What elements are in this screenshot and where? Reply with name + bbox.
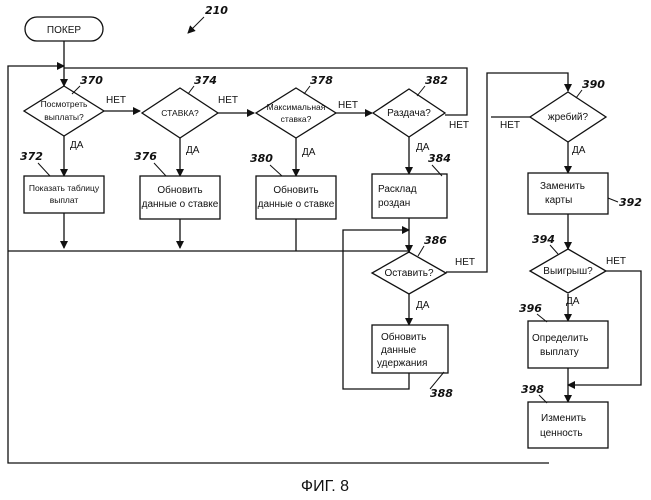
svg-text:Определить: Определить — [532, 333, 588, 344]
svg-text:НЕТ: НЕТ — [218, 95, 238, 106]
svg-text:НЕТ: НЕТ — [338, 100, 358, 111]
svg-text:ДА: ДА — [572, 145, 586, 156]
svg-text:398: 398 — [521, 383, 544, 396]
decision-374: СТАВКА? — [142, 88, 218, 138]
svg-text:выплату: выплату — [540, 347, 579, 358]
svg-text:данные: данные — [381, 345, 417, 356]
decision-382: Раздача? — [373, 89, 445, 137]
decision-394: Выигрыш? — [530, 249, 606, 293]
figure-number: 210 — [205, 4, 228, 17]
svg-text:Расклад: Расклад — [378, 184, 417, 195]
svg-text:394: 394 — [532, 233, 555, 246]
svg-text:396: 396 — [519, 302, 542, 315]
svg-text:НЕТ: НЕТ — [455, 257, 475, 268]
svg-text:Посмотреть: Посмотреть — [41, 99, 88, 109]
svg-text:карты: карты — [545, 195, 572, 206]
svg-text:390: 390 — [582, 78, 605, 91]
decision-390: жребий? — [530, 92, 606, 142]
svg-text:370: 370 — [80, 74, 103, 87]
svg-text:374: 374 — [194, 74, 217, 87]
svg-text:Оставить?: Оставить? — [384, 268, 433, 279]
svg-text:Раздача?: Раздача? — [387, 108, 431, 119]
svg-text:жребий?: жребий? — [548, 111, 589, 123]
svg-text:392: 392 — [619, 196, 642, 209]
svg-text:НЕТ: НЕТ — [106, 95, 126, 106]
svg-text:ставка?: ставка? — [281, 114, 312, 124]
svg-text:Показать таблицу: Показать таблицу — [29, 183, 100, 193]
process-392: Заменить карты — [528, 173, 608, 214]
start-label: ПОКЕР — [47, 25, 81, 36]
svg-text:386: 386 — [424, 234, 447, 247]
figure-number-arrow — [188, 17, 204, 33]
svg-text:Изменить: Изменить — [541, 413, 586, 424]
process-388: Обновить данные удержания — [372, 325, 448, 373]
svg-text:388: 388 — [430, 387, 453, 400]
process-398: Изменить ценность — [528, 402, 608, 448]
svg-text:Заменить: Заменить — [540, 181, 585, 192]
svg-text:ДА: ДА — [416, 300, 430, 311]
svg-text:Обновить: Обновить — [273, 184, 318, 196]
process-376: Обновить данные о ставке — [140, 176, 220, 219]
svg-text:ДА: ДА — [70, 140, 84, 151]
svg-text:удержания: удержания — [377, 358, 427, 369]
svg-text:данные о ставке: данные о ставке — [258, 199, 335, 210]
svg-text:376: 376 — [134, 150, 157, 163]
svg-text:378: 378 — [310, 74, 333, 87]
process-384: Расклад роздан — [372, 174, 447, 218]
svg-text:ценность: ценность — [540, 428, 583, 439]
svg-text:ДА: ДА — [186, 145, 200, 156]
svg-text:выплаты?: выплаты? — [44, 112, 84, 122]
svg-text:384: 384 — [428, 152, 451, 165]
svg-text:НЕТ: НЕТ — [500, 120, 520, 131]
svg-text:Выигрыш?: Выигрыш? — [543, 266, 593, 277]
decision-386: Оставить? — [372, 252, 446, 294]
svg-text:ДА: ДА — [302, 147, 316, 158]
process-372: Показать таблицу выплат — [24, 176, 104, 213]
figure-caption: ФИГ. 8 — [301, 478, 349, 495]
process-396: Определить выплату — [528, 321, 608, 368]
svg-text:ДА: ДА — [566, 296, 580, 307]
svg-text:выплат: выплат — [50, 195, 79, 205]
svg-text:данные о ставке: данные о ставке — [142, 199, 219, 210]
svg-text:380: 380 — [250, 152, 273, 165]
svg-text:НЕТ: НЕТ — [449, 120, 469, 131]
svg-text:Максимальная: Максимальная — [267, 102, 326, 112]
svg-text:роздан: роздан — [378, 198, 410, 209]
svg-text:СТАВКА?: СТАВКА? — [161, 108, 199, 118]
svg-text:382: 382 — [425, 74, 448, 87]
svg-text:372: 372 — [20, 150, 43, 163]
decision-378: Максимальная ставка? — [256, 88, 336, 138]
svg-text:НЕТ: НЕТ — [606, 256, 626, 267]
svg-text:Обновить: Обновить — [157, 184, 202, 196]
decision-370: Посмотреть выплаты? — [24, 86, 104, 136]
process-380: Обновить данные о ставке — [256, 176, 336, 219]
svg-text:Обновить: Обновить — [381, 331, 426, 343]
